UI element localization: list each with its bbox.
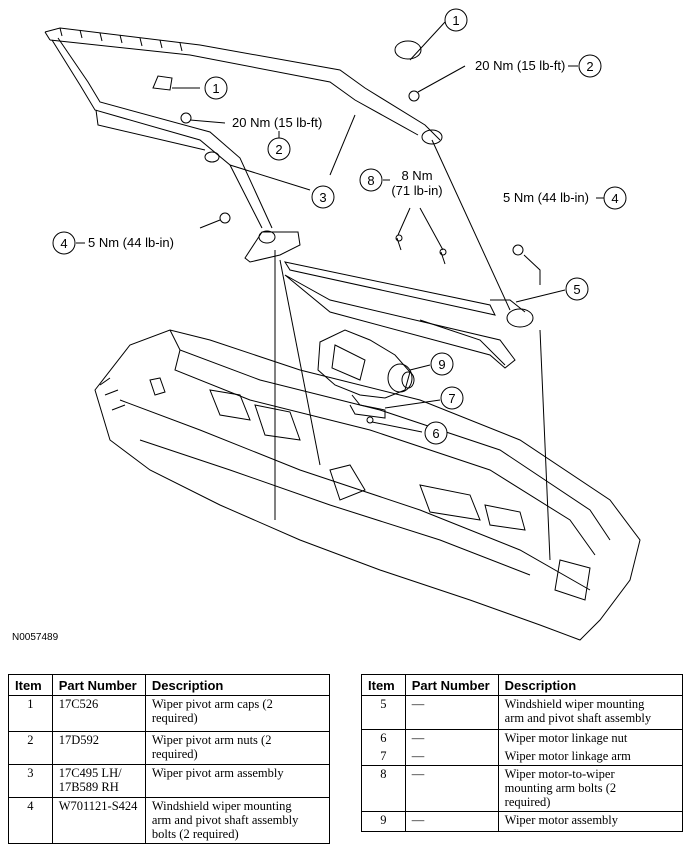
table-row: 3 17C495 LH/17B589 RH Wiper pivot arm as… [8,764,331,798]
mount-bolt-icon [512,244,524,256]
svg-text:9: 9 [438,357,445,372]
wiper-linkage [283,261,534,369]
svg-text:4: 4 [60,236,67,251]
callout-9: 9 [430,352,454,376]
svg-text:3: 3 [319,190,326,205]
parts-table-left: Item Part Number Description 1 17C526 Wi… [8,674,331,844]
wiper-exploded-diagram: 1 1 2 2 3 4 4 5 6 7 8 9 20 Nm (15 lb-ft)… [44,8,641,641]
callout-6: 6 [424,421,448,445]
header-part-number: Part Number [404,674,499,696]
table-row: 9 — Wiper motor assembly [361,811,684,832]
torque-label-motor-bolts-2: (71 lb-in) [391,183,442,198]
torque-label-top-nut: 20 Nm (15 lb-ft) [475,58,565,73]
table-row: 6 — Wiper motor linkage nut [361,729,684,748]
svg-text:7: 7 [448,391,455,406]
pivot-cap-icon [152,75,173,91]
svg-text:1: 1 [452,13,459,28]
callout-2-top: 2 [578,54,602,78]
svg-text:2: 2 [586,59,593,74]
callout-7: 7 [440,386,464,410]
wiper-arm-upper [44,27,443,145]
parts-table-right: Item Part Number Description 5 — Windshi… [361,674,684,832]
pivot-cap-icon [394,40,422,60]
svg-text:2: 2 [275,142,282,157]
callout-1-top: 1 [444,8,468,32]
torque-label-left-bolt: 5 Nm (44 lb-in) [88,235,174,250]
table-row: 4 W701121-S424 Windshield wiper mounting… [8,797,331,844]
svg-text:5: 5 [573,282,580,297]
header-part-number: Part Number [51,674,146,696]
table-row: 7 — Wiper motor linkage arm [361,747,684,766]
wiper-motor [317,329,415,424]
pivot-nut-icon [180,112,192,124]
svg-text:6: 6 [432,426,439,441]
pivot-bracket-left [244,231,301,263]
header-description: Description [144,674,331,696]
callout-4-right: 4 [603,186,627,210]
callout-5: 5 [565,277,589,301]
mount-bolt-icon [219,212,231,224]
torque-label-right-bolt: 5 Nm (44 lb-in) [503,190,589,205]
svg-text:1: 1 [212,81,219,96]
bolt-icon [396,237,446,265]
figure-id: N0057489 [12,632,59,643]
callout-1-left: 1 [204,76,228,100]
torque-label-motor-bolts-1: 8 Nm [401,168,432,183]
svg-text:8: 8 [367,173,374,188]
svg-text:4: 4 [611,191,618,206]
pivot-nut-icon [408,90,420,102]
wiper-arm-lower [51,37,276,244]
torque-label-left-nut: 20 Nm (15 lb-ft) [232,115,322,130]
callout-8: 8 [359,168,383,192]
header-item: Item [8,674,53,696]
callout-2-left: 2 [267,137,291,161]
header-item: Item [361,674,406,696]
leader-lines [172,21,566,561]
header-description: Description [497,674,684,696]
callout-3: 3 [311,185,335,209]
callout-4-left: 4 [52,231,76,255]
cowl-panel [94,329,641,641]
